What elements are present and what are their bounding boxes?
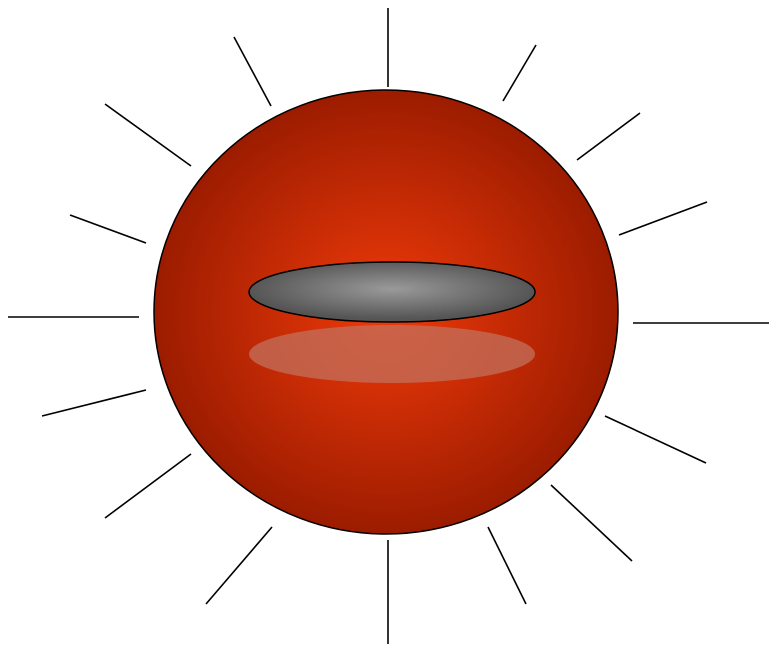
ray-line-left-1 <box>42 390 146 416</box>
ray-line-top-right-2 <box>577 113 640 160</box>
ray-line-right-1 <box>619 202 707 235</box>
ray-line-top-left-1 <box>105 104 191 166</box>
ray-line-bottom-left-2 <box>105 454 191 518</box>
ray-line-top-right-1 <box>503 45 536 101</box>
dark-disc <box>249 262 535 322</box>
disc-reflection <box>249 325 535 383</box>
ray-line-bottom-left-1 <box>206 527 272 604</box>
ray-line-bottom-right-1 <box>551 485 632 561</box>
ray-line-top-left-2 <box>234 37 271 106</box>
ray-line-bottom-right-2 <box>488 527 526 604</box>
ray-line-right-2 <box>605 416 706 463</box>
ray-line-left-2 <box>70 215 146 243</box>
